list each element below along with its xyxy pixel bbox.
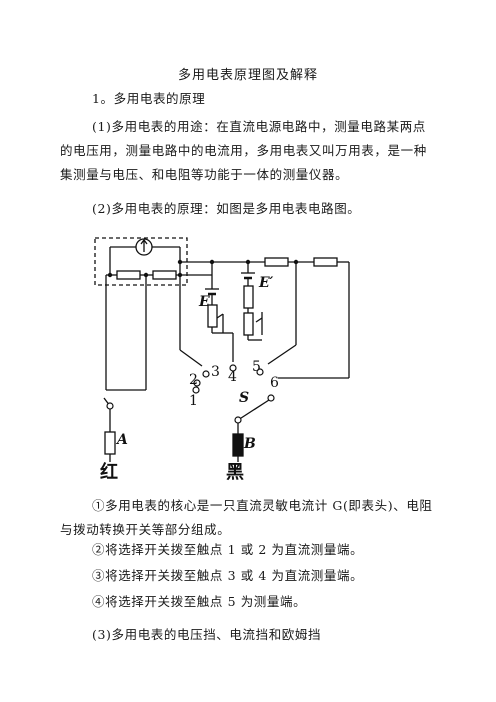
label-contact-4: 4	[228, 369, 237, 385]
label-red: 红	[100, 461, 118, 483]
label-b: B	[243, 436, 256, 452]
contact-4	[229, 364, 237, 372]
subsection-heading: (3)多用电表的电压挡、电流挡和欧姆挡	[92, 627, 322, 642]
resistor-r5	[264, 257, 289, 267]
label-contact-3: 3	[211, 364, 220, 380]
contact-1	[192, 386, 200, 394]
paragraph-principle: (2)多用电表的原理：如图是多用电表电路图。	[92, 201, 361, 216]
resistor-e-prime	[243, 285, 254, 309]
label-contact-5: 5	[252, 359, 261, 375]
label-contact-1: 1	[189, 393, 198, 409]
contact-6	[267, 394, 275, 402]
paragraph-usage: (1)多用电表的用途：在直流电源电路中，测量电路某两点的电压用，测量电路中的电流…	[60, 119, 427, 182]
resistor-r1	[116, 270, 141, 280]
label-contact-6: 6	[270, 375, 279, 391]
list-item-1: ①多用电表的核心是一只直流灵敏电流计 G(即表头)、电阻与拨动转换开关等部分组成…	[60, 498, 433, 537]
contact-2	[193, 379, 201, 387]
probe-a-terminal	[106, 402, 114, 410]
contact-3	[202, 370, 210, 378]
label-s: S	[239, 390, 249, 406]
label-e-prime: E′	[258, 275, 274, 291]
list-item-4: ④将选择开关拨至触点 5 为测量端。	[92, 594, 307, 609]
list-item-3: ③将选择开关拨至触点 3 或 4 为直流测量端。	[92, 568, 364, 583]
contact-5	[256, 368, 264, 376]
label-e: E	[198, 294, 210, 310]
section-heading: 1。多用电表的原理	[92, 91, 206, 106]
rheostat-e-prime	[243, 312, 254, 336]
probe-b	[232, 433, 244, 457]
list-item-2: ②将选择开关拨至触点 1 或 2 为直流测量端。	[92, 542, 364, 557]
page-title: 多用电表原理图及解释	[177, 68, 318, 83]
resistor-r6	[313, 257, 338, 267]
switch-pivot	[234, 416, 242, 424]
resistor-r2	[152, 270, 177, 280]
probe-a	[104, 431, 116, 455]
label-a: A	[115, 432, 128, 448]
label-black: 黑	[226, 462, 244, 483]
label-contact-2: 2	[189, 372, 198, 388]
